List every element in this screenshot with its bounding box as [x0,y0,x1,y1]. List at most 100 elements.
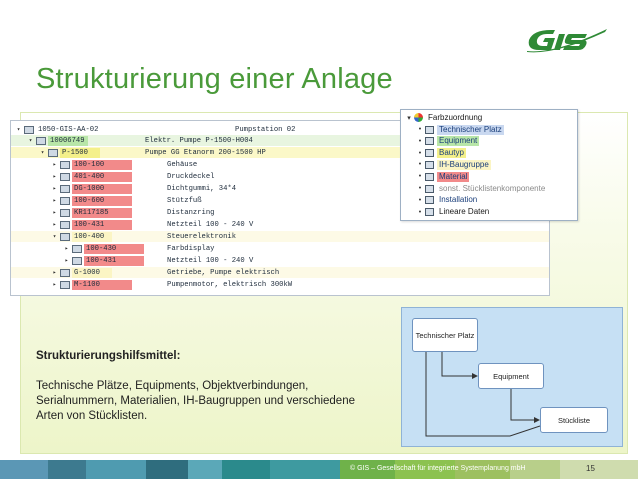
legend-type-icon [425,125,434,134]
expand-arrow-icon[interactable]: ▸ [64,257,69,264]
diagram-box-equipment: Equipment [478,363,544,389]
legend-type-icon [425,160,434,169]
tree-code: 401-400 [72,171,132,182]
tree-code: 100-431 [72,219,132,230]
material-node-icon [72,244,82,253]
tree-desc: Elektr. Pumpe P-1500-H004 [145,136,253,145]
tree-header-row[interactable]: ▾ 1050-GIS-AA-02 Pumpstation 02 [15,124,295,135]
tree-row[interactable]: ▸ 100-431 Netzteil 100 - 240 V [11,255,549,266]
material-node-icon [60,220,70,229]
tree-row[interactable]: ▸ 401-400 Druckdeckel [11,171,549,182]
diagram-box-technischer-platz: Technischer Platz [412,318,478,352]
expand-arrow-icon[interactable]: ▸ [52,281,57,288]
expand-arrow-icon[interactable]: ▸ [52,197,57,204]
tree-desc: Stützfuß [167,196,202,205]
legend-item[interactable]: • Bautyp [415,148,466,159]
slide-title: Strukturierung einer Anlage [36,63,393,95]
material-node-icon [60,280,70,289]
functional-location-icon [24,125,34,134]
tree-code: 100-600 [72,195,132,206]
legend-label: Bautyp [437,148,466,159]
expand-arrow-icon[interactable]: ▸ [52,209,57,216]
tree-row[interactable]: ▸ G-1000 Getriebe, Pumpe elektrisch [11,267,549,278]
tree-desc: Distanzring [167,208,215,217]
ih-node-icon [60,232,70,241]
legend-label: Equipment [437,136,480,147]
tools-heading: Strukturierungshilfsmittel: [36,350,181,362]
expand-arrow-icon[interactable]: ▸ [52,173,57,180]
collapse-arrow-icon[interactable]: ▾ [28,137,33,144]
legend-label: Technischer Platz [437,124,504,135]
color-legend: ▾ Farbzuordnung •Technischer Platz•Equip… [400,109,578,221]
ih-node-icon [60,268,70,277]
legend-label: sonst. Stücklistenkomponente [437,183,548,194]
legend-label: Lineare Daten [437,207,492,218]
hierarchy-diagram: Technischer Platz Equipment Stückliste [401,307,623,447]
tree-code: M-1100 [72,279,132,290]
gis-logo [527,29,607,53]
bullet-icon: • [418,126,422,133]
bullet-icon: • [418,149,422,157]
collapse-arrow-icon[interactable]: ▾ [407,114,411,122]
tree-code: 100-400 [72,231,112,242]
diagram-connectors [425,352,541,437]
legend-type-icon [425,172,434,181]
legend-item[interactable]: •Material [415,171,470,182]
tree-row[interactable]: ▾ 100-400 Steuerelektronik [11,231,549,242]
expand-arrow-icon[interactable]: ▸ [52,161,57,168]
tree-desc: Farbdisplay [167,244,215,253]
legend-type-icon [425,208,434,217]
legend-type-icon [425,137,434,146]
page-number: 15 [586,464,595,473]
legend-type-icon [425,184,434,193]
collapse-arrow-icon[interactable]: ▾ [40,149,45,156]
expand-arrow-icon[interactable]: ▾ [16,126,21,133]
tree-desc: Pumpe GG Etanorm 200-1500 HP [145,148,266,157]
expand-arrow-icon[interactable]: ▸ [52,269,57,276]
equipment-node-icon [36,136,46,145]
tree-code: 100-431 [84,255,144,266]
material-node-icon [60,172,70,181]
legend-item[interactable]: • Lineare Daten [415,207,492,218]
tree-row[interactable]: ▸ DG-1000 Dichtgummi, 34*4 [11,183,549,194]
tools-description: Technische Plätze, Equipments, Objektver… [36,380,355,422]
legend-item[interactable]: •sonst. Stücklistenkomponente [415,183,548,194]
tree-desc: Dichtgummi, 34*4 [167,184,237,193]
legend-label: IH-Baugruppe [437,159,491,170]
legend-item[interactable]: • IH-Baugruppe [415,159,491,170]
tree-row[interactable]: ▸ 100-600 Stützfuß [11,195,549,206]
tree-code: G-1000 [72,267,112,278]
legend-item[interactable]: • Installation [415,195,480,206]
color-wheel-icon [414,113,423,122]
legend-title: Farbzuordnung [428,112,483,122]
bullet-icon: • [418,196,422,204]
material-node-icon [60,184,70,193]
tree-desc: Steuerelektronik [167,232,237,241]
tree-code: DG-1000 [72,183,132,194]
legend-item[interactable]: • Technischer Platz [415,124,504,135]
material-node-icon [72,256,82,265]
legend-label: Installation [437,195,480,206]
tree-desc: Druckdeckel [167,172,215,181]
expand-arrow-icon[interactable]: ▸ [64,245,69,252]
bullet-icon: • [418,161,422,169]
collapse-arrow-icon[interactable]: ▾ [52,233,57,240]
footer-copyright: © GIS – Gesellschaft für integrierte Sys… [350,465,526,472]
expand-arrow-icon[interactable]: ▸ [52,185,57,192]
tree-desc: Getriebe, Pumpe elektrisch [167,268,280,277]
expand-arrow-icon[interactable]: ▸ [52,221,57,228]
bullet-icon: • [418,208,422,216]
diagram-box-stueckliste: Stückliste [540,407,608,433]
material-node-icon [60,196,70,205]
tree-desc: Netzteil 100 - 240 V [167,256,254,265]
legend-label: Material [437,171,470,182]
legend-item[interactable]: •Equipment [415,136,480,147]
legend-header[interactable]: ▾ Farbzuordnung [404,112,484,123]
